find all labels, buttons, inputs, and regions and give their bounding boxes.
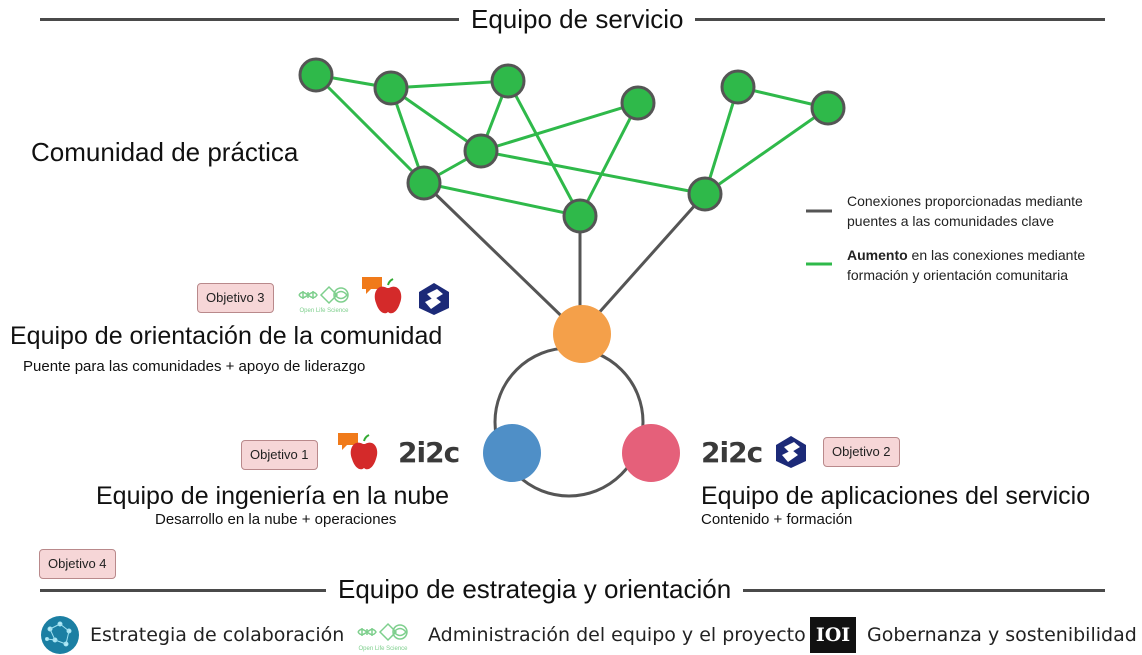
community-node (687, 176, 723, 212)
green-connection (506, 80, 582, 217)
objective-badge-1: Objetivo 1 (241, 440, 318, 470)
community-node (406, 165, 442, 201)
2i2c-logo: 2i2c (398, 436, 460, 469)
open-life-science-icon: Open Life Science (298, 285, 349, 314)
open-life-science-icon: Open Life Science (357, 622, 408, 652)
navy-hex-logo-icon (419, 283, 449, 315)
green-connection (704, 106, 829, 196)
strategy-title: Equipo de estrategia y orientación (326, 573, 744, 605)
cloud-team-subtitle: Desarrollo en la nube + operaciones (155, 511, 397, 528)
green-connection (390, 86, 482, 153)
network-globe-icon (41, 616, 79, 654)
community-node (620, 85, 656, 121)
green-connection (703, 86, 740, 195)
strategy-item-governance: Gobernanza y sostenibilidad (867, 624, 1137, 646)
green-connection (578, 102, 640, 217)
2i2c-logo: 2i2c (701, 436, 763, 469)
community-node (810, 90, 846, 126)
legend-gray-label: Conexiones proporcionadas mediante puent… (847, 193, 1083, 229)
green-connection (480, 149, 706, 196)
green-connection (480, 101, 639, 153)
gray-connection (578, 193, 707, 335)
orientation-team-subtitle: Puente para las comunidades + apoyo de l… (23, 358, 366, 375)
community-node (720, 69, 756, 105)
objective-badge-2: Objetivo 2 (823, 437, 900, 467)
legend-gray-text: Conexiones proporcionadas mediante puent… (847, 191, 1127, 231)
ioi-logo: IOI (810, 617, 856, 653)
header-title: Equipo de servicio (459, 3, 696, 35)
orientation-team-title: Equipo de orientación de la comunidad (10, 322, 443, 350)
applications-team-title: Equipo de aplicaciones del servicio (701, 482, 1091, 510)
applications-team-node (622, 424, 680, 482)
gray-connection (422, 181, 582, 336)
svg-text:Open Life Science: Open Life Science (299, 308, 349, 314)
objective-badge-3: Objetivo 3 (197, 283, 274, 313)
navy-hex-logo-icon (776, 436, 806, 468)
community-label: Comunidad de práctica (31, 137, 299, 167)
legend-green-text: Aumento en las conexiones mediante forma… (847, 245, 1132, 285)
legend-green-label: en las conexiones mediante formación y o… (847, 247, 1086, 283)
applications-team-subtitle: Contenido + formación (701, 511, 853, 528)
apple-icon (338, 433, 378, 470)
legend-green-bold: Aumento (847, 247, 908, 263)
svg-text:Open Life Science: Open Life Science (358, 646, 408, 652)
community-node (562, 198, 598, 234)
community-node (463, 133, 499, 169)
objective-badge-4: Objetivo 4 (39, 549, 116, 579)
community-node (373, 70, 409, 106)
strategy-item-administration: Administración del equipo y el proyecto (428, 624, 806, 646)
orientation-team-node (553, 305, 611, 363)
ioi-logo-text: IOI (815, 624, 851, 646)
green-connection (390, 79, 509, 90)
green-connection (423, 181, 581, 218)
cloud-team-title: Equipo de ingeniería en la nube (96, 482, 450, 510)
cloud-team-node (483, 424, 541, 482)
community-node (298, 57, 334, 93)
community-node (490, 63, 526, 99)
green-connection (314, 73, 426, 185)
apple-icon (362, 277, 402, 314)
strategy-item-collaboration: Estrategia de colaboración (90, 624, 345, 646)
